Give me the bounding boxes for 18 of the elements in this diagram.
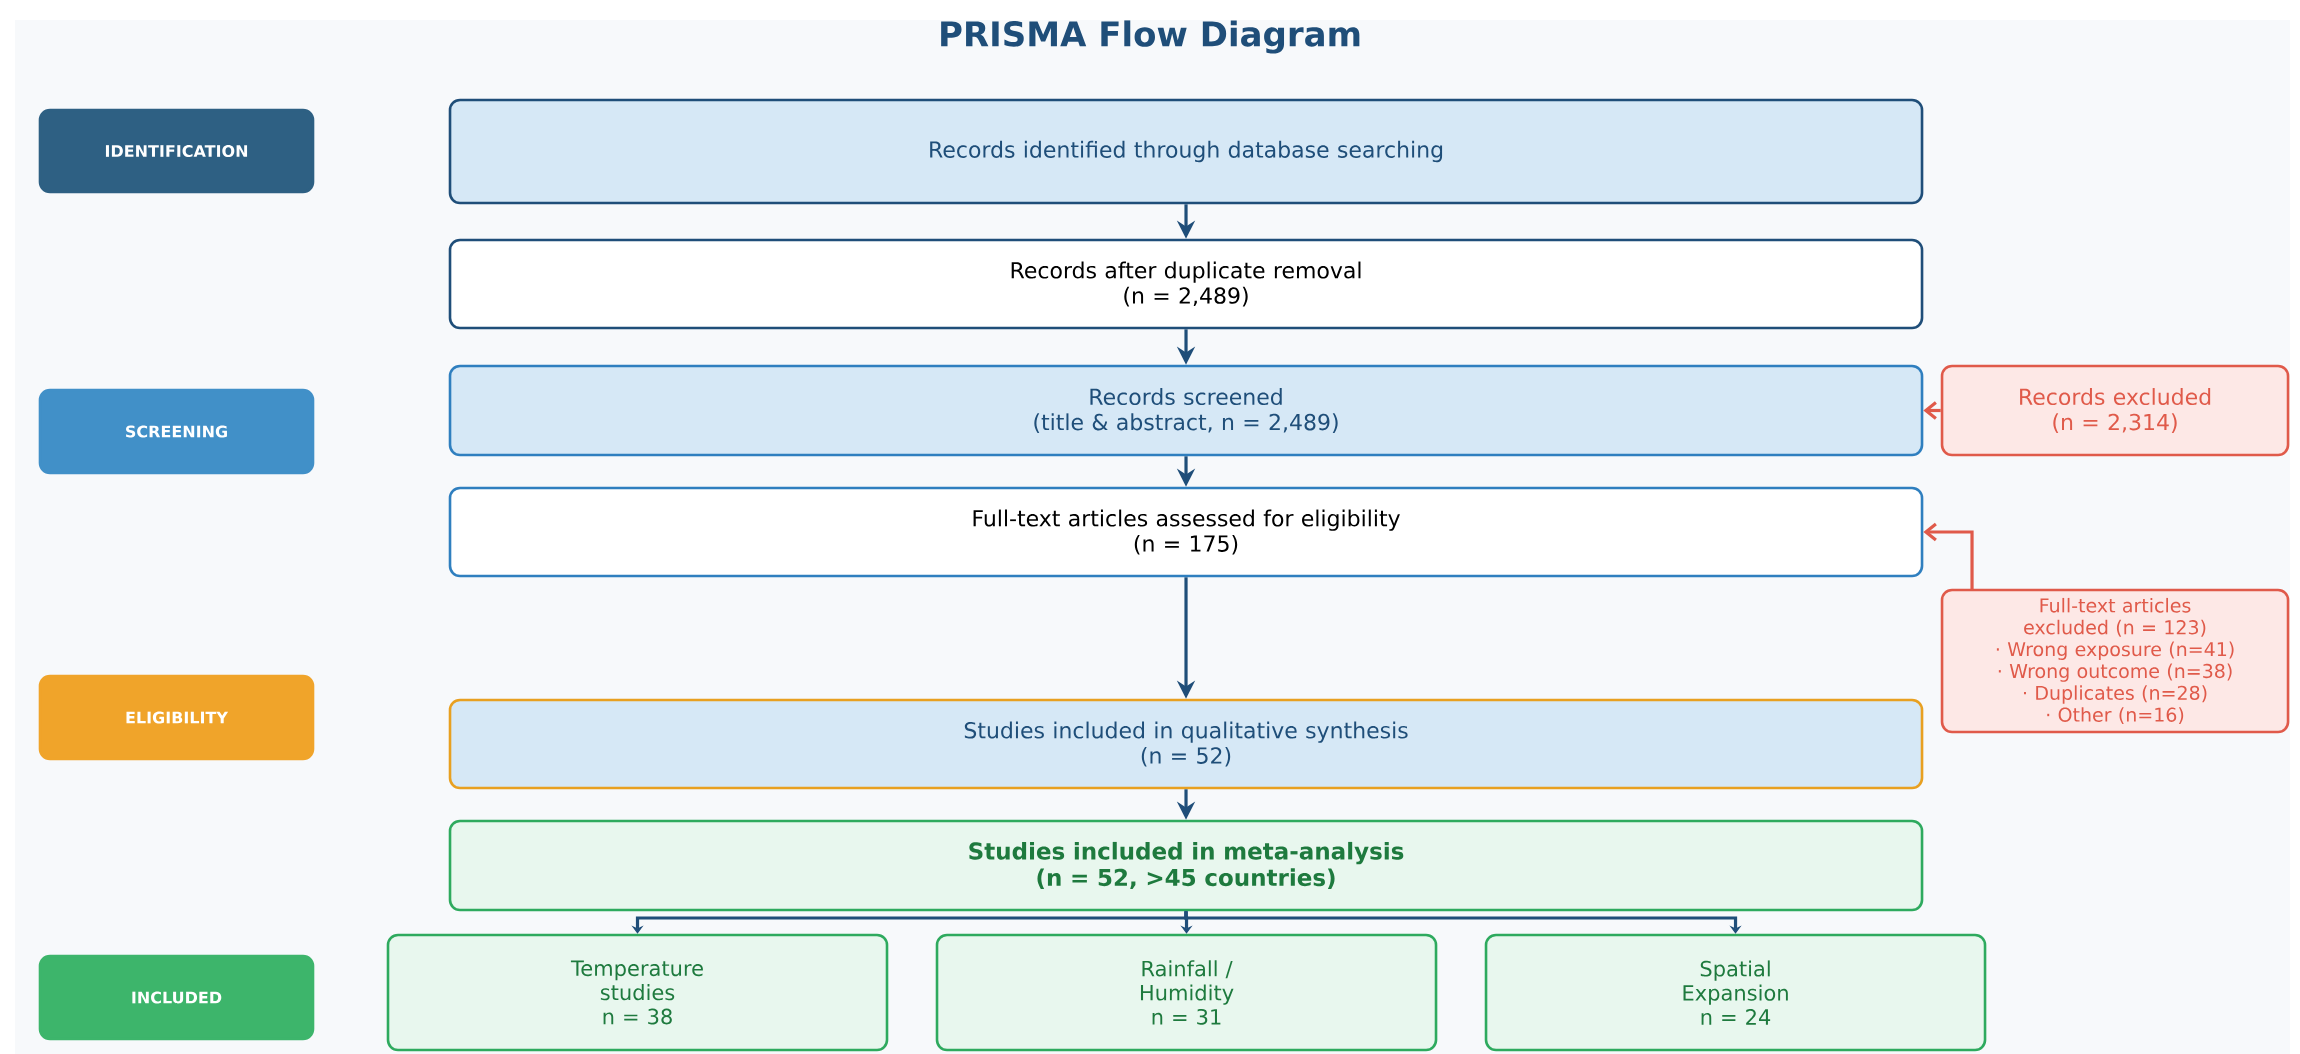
subgroup-box: Temperature studies n = 38 (386, 933, 889, 1052)
phase-box: INCLUDED (38, 954, 315, 1041)
process-box: Studies included in meta-analysis (n = 52, >45 countries) (448, 819, 1924, 912)
phase-box: SCREENING (38, 388, 315, 475)
subgroup-box: Spatial Expansion n = 24 (1484, 933, 1987, 1052)
process-box: Records screened (title & abstract, n = 2,489) (448, 364, 1924, 457)
process-box: Records after duplicate removal (n = 2,489) (448, 238, 1924, 330)
process-box: Full-text articles assessed for eligibility (n = 175) (448, 486, 1924, 578)
subgroup-box: Rainfall / Humidity n = 31 (935, 933, 1438, 1052)
phase-box: ELIGIBILITY (38, 674, 315, 761)
exclusion-box: Full-text articles excluded (n = 123) · Wrong exposure (n=41) · Wrong outcome (n=38) · Duplicates (n=28) · Other (n=16) (1940, 588, 2290, 734)
arrow (1923, 522, 1974, 590)
exclusion-box: Records excluded (n = 2,314) (1940, 364, 2290, 457)
process-box: Studies included in qualitative synthesis (n = 52) (448, 698, 1924, 790)
phase-box: IDENTIFICATION (38, 108, 315, 194)
branching-arrow (1184, 911, 1742, 934)
title: PRISMA Flow Diagram (941, 20, 1360, 54)
process-box: Records identified through database searching (448, 98, 1924, 205)
